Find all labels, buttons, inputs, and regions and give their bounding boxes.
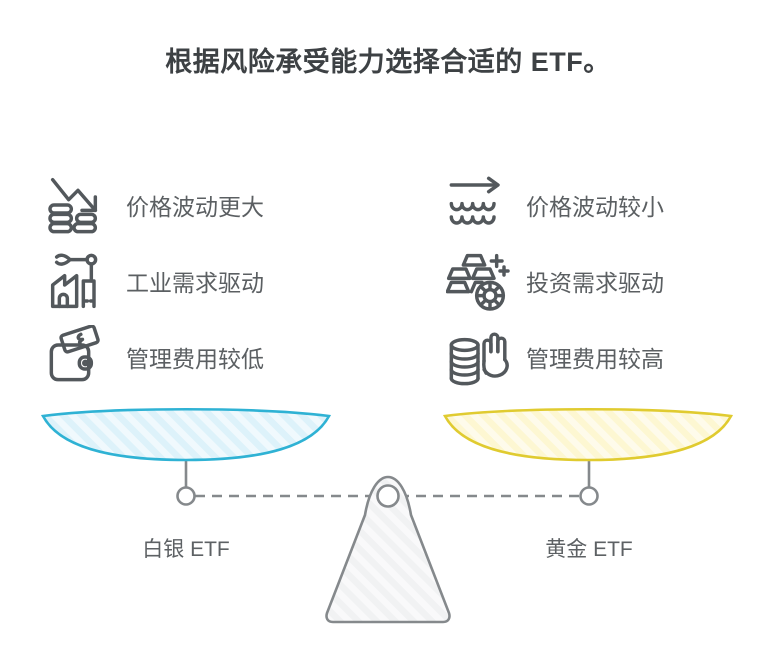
gold-etf-label: 黄金 ETF xyxy=(545,538,633,561)
scale-fulcrum xyxy=(325,475,451,624)
feature-text: 工业需求驱动 xyxy=(126,270,264,296)
feature-row: 工业需求驱动 xyxy=(46,248,264,314)
feature-row: 投资需求驱动 xyxy=(446,248,664,314)
balance-scale xyxy=(0,400,776,646)
right-pivot-circle xyxy=(579,486,599,506)
gold-pan xyxy=(442,407,734,462)
left-pivot-circle xyxy=(176,486,196,506)
feature-text: 价格波动更大 xyxy=(126,194,264,220)
feature-row: 管理费用较高 xyxy=(446,324,664,390)
feature-text: 价格波动较小 xyxy=(526,194,664,220)
silver-pan xyxy=(40,407,332,462)
steady-arrow-waves-icon xyxy=(446,173,510,237)
feature-row: 价格波动更大 xyxy=(46,172,264,238)
page-title: 根据风险承受能力选择合适的 ETF。 xyxy=(165,47,611,77)
feature-row: 价格波动较小 xyxy=(446,172,664,238)
feature-text: 管理费用较高 xyxy=(526,346,664,372)
feature-text: 管理费用较低 xyxy=(126,346,264,372)
gold-feature-list: 价格波动较小 投资需求驱动 xyxy=(446,172,664,400)
silver-etf-label: 白银 ETF xyxy=(142,538,230,561)
factory-robot-arm-icon xyxy=(46,249,110,313)
silver-feature-list: 价格波动更大 工业需求驱动 xyxy=(46,172,264,400)
gold-bars-plus-icon xyxy=(446,249,510,313)
wallet-banknote-icon xyxy=(46,325,110,389)
fulcrum-hole xyxy=(376,484,400,508)
hand-coins-icon xyxy=(446,325,510,389)
trend-down-coins-icon xyxy=(46,173,110,237)
feature-text: 投资需求驱动 xyxy=(526,270,664,296)
feature-row: 管理费用较低 xyxy=(46,324,264,390)
